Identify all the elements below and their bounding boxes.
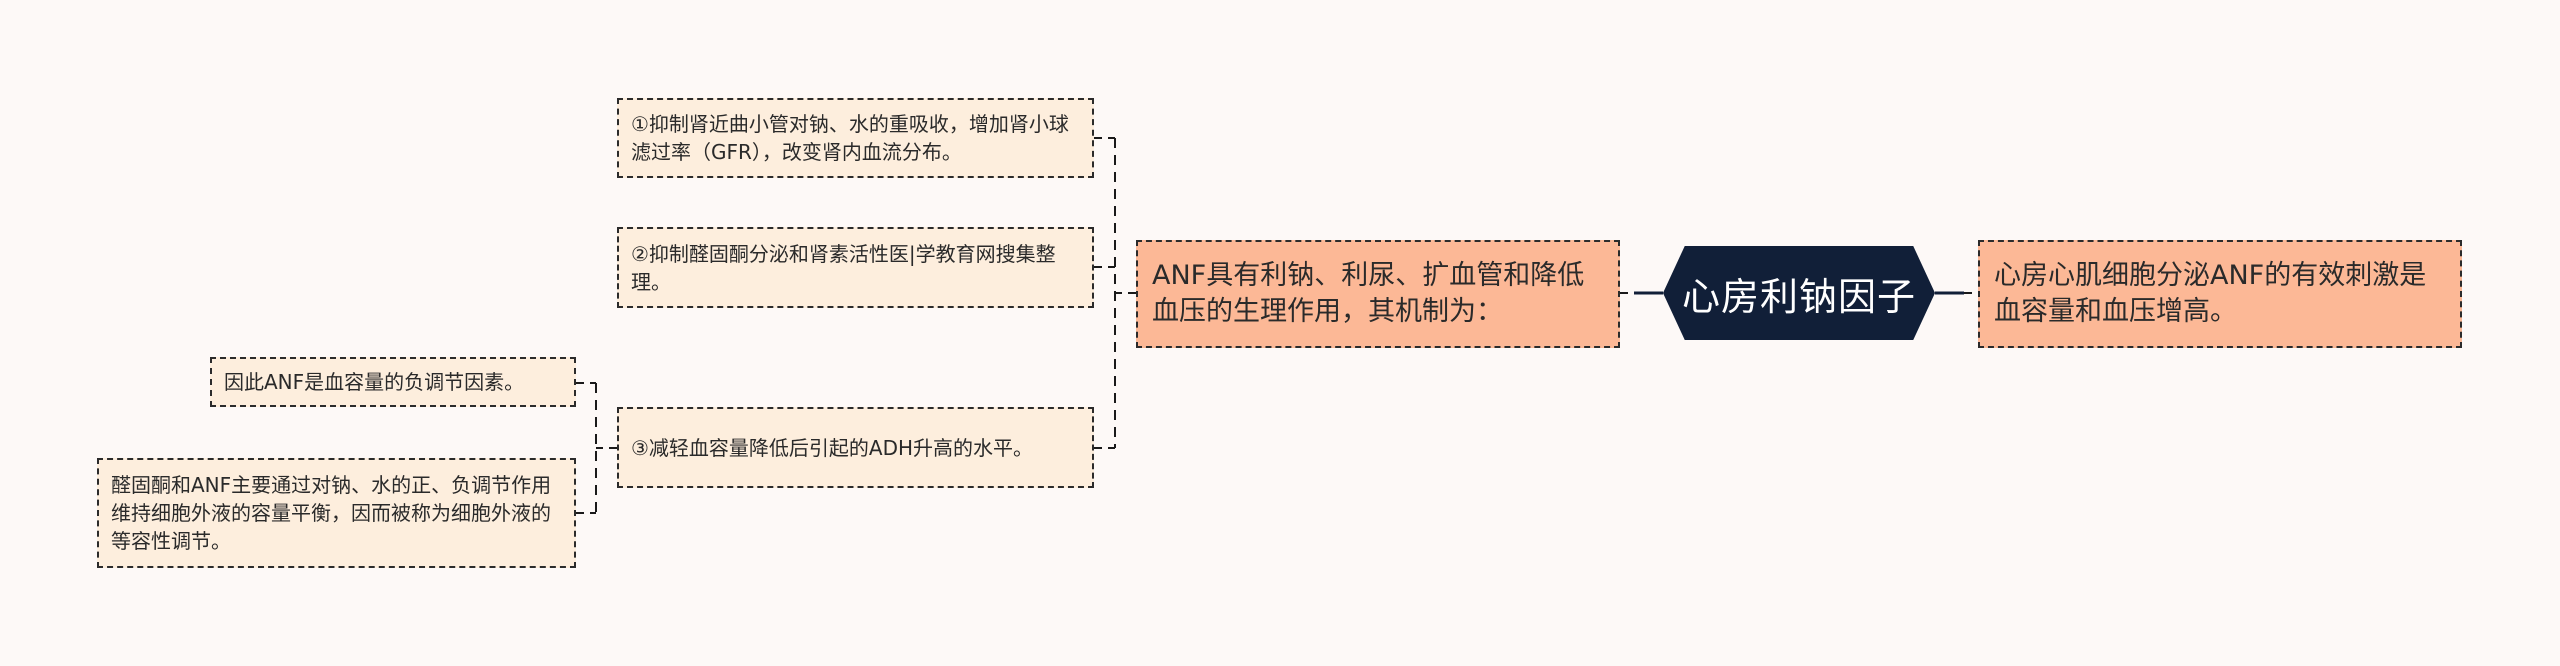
mechanism-item-1[interactable]: ①抑制肾近曲小管对钠、水的重吸收，增加肾小球滤过率（GFR），改变肾内血流分布。 [617,98,1094,178]
stimulus-node[interactable]: 心房心肌细胞分泌ANF的有效刺激是血容量和血压增高。 [1978,240,2462,348]
conclusion-item-2-label: 醛固酮和ANF主要通过对钠、水的正、负调节作用维持细胞外液的容量平衡，因而被称为… [111,473,552,553]
mechanism-item-1-label: ①抑制肾近曲小管对钠、水的重吸收，增加肾小球滤过率（GFR），改变肾内血流分布。 [631,112,1069,164]
root-label: 心房利钠因子 [1681,274,1916,319]
root-node[interactable]: 心房利钠因子 [1663,246,1935,340]
mechanism-item-3[interactable]: ③减轻血容量降低后引起的ADH升高的水平。 [617,407,1094,488]
mechanism-node[interactable]: ANF具有利钠、利尿、扩血管和降低血压的生理作用，其机制为： [1136,240,1620,348]
mechanism-item-2-label: ②抑制醛固酮分泌和肾素活性医|学教育网搜集整理。 [631,241,1056,294]
conclusion-item-2[interactable]: 醛固酮和ANF主要通过对钠、水的正、负调节作用维持细胞外液的容量平衡，因而被称为… [97,458,576,568]
conclusion-item-1-label: 因此ANF是血容量的负调节因素。 [224,370,525,394]
conclusion-item-1[interactable]: 因此ANF是血容量的负调节因素。 [210,357,576,407]
mechanism-item-3-label: ③减轻血容量降低后引起的ADH升高的水平。 [631,435,1034,460]
stimulus-label: 心房心肌细胞分泌ANF的有效刺激是血容量和血压增高。 [1994,260,2427,327]
mechanism-item-2[interactable]: ②抑制醛固酮分泌和肾素活性医|学教育网搜集整理。 [617,227,1094,308]
mechanism-label: ANF具有利钠、利尿、扩血管和降低血压的生理作用，其机制为： [1152,260,1585,327]
